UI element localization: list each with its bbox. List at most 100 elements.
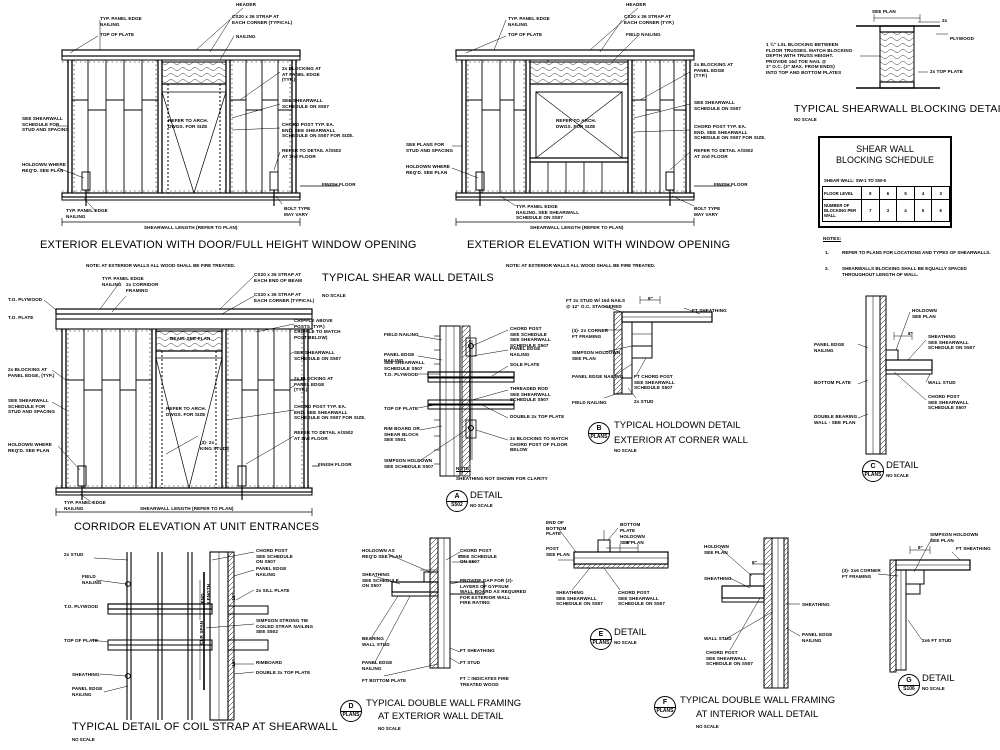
label-bottom-e: BOTTOM PLATE xyxy=(620,522,641,533)
label-nailing: NAILING xyxy=(236,34,256,39)
label-corner-b: (3)- 2x CORNER FT FRAMING xyxy=(572,328,609,339)
table-cell: 8 xyxy=(861,186,880,200)
label-clr-span: CLR SPAN xyxy=(199,620,205,645)
label-shearwall-length-2: SHEARWALL LENGTH (REFER TO PLAN) xyxy=(530,225,624,230)
label-see-shearwall-c: SEE SHEARWALL SCHEDULE FOR STUD AND SPAC… xyxy=(8,398,56,415)
label-bolt-type: BOLT TYPE MAY VARY xyxy=(284,206,311,217)
label-typ-panel-edge-c: TYP. PANEL EDGE NAILING xyxy=(102,276,144,287)
table-row: NUMBER OF BLOCKING PER WALL 7 3 4 5 6 xyxy=(822,199,950,222)
main-title-no-scale: NO SCALE xyxy=(322,293,346,298)
label-finish-floor: FINISH FLOOR xyxy=(322,182,356,187)
label-king-studs: (3)- 2x KING STUDS xyxy=(200,440,230,451)
table-cell: 3 xyxy=(931,186,950,200)
detail-e-no-scale: NO SCALE xyxy=(614,640,637,645)
label-to-plywood-a: T.O. PLYWOOD xyxy=(384,372,419,377)
shear-wall-blocking-schedule: SHEAR WALL BLOCKING SCHEDULE SHEAR WALL:… xyxy=(818,136,952,228)
label-ft-sheathing-d: FT SHEATHING xyxy=(460,648,495,653)
label-cs20-strap: CS20 x 36 STRAP AT EACH CORNER (TYPICAL) xyxy=(232,14,293,25)
label-chord-f: CHORD POST SEE SHEARWALL SCHEDULE ON S50… xyxy=(706,650,754,667)
label-typ-panel-edge-2: TYP. PANEL EDGE NAILING xyxy=(508,16,550,27)
label-field-nailing-a: FIELD NAILING xyxy=(384,332,419,337)
label-top-of-plate-2: TOP OF PLATE xyxy=(508,32,543,37)
label-shearwall-length: SHEARWALL LENGTH (REFER TO PLAN) xyxy=(144,225,238,230)
label-bearing-d: BEARING WALL STUD xyxy=(362,636,390,647)
detail-g-no-scale: NO SCALE xyxy=(922,686,945,691)
label-ft-bottom-d: FT BOTTOM PLATE xyxy=(362,678,407,683)
table-row: FLOOR LEVEL 8 6 5 4 3 xyxy=(822,186,950,200)
label-ft-stud-d: FT STUD xyxy=(460,660,481,665)
detail-b-bubble: B PLANS xyxy=(588,422,610,444)
label-bottom-plate-c2: BOTTOM PLATE xyxy=(814,380,852,385)
label-ft-sheathing-b: FT SHEATHING xyxy=(692,308,727,313)
table-cell: 4 xyxy=(896,199,915,222)
label-to-plywood: T.O. PLYWOOD xyxy=(8,297,43,302)
label-dim-c: 8" xyxy=(908,331,913,336)
label-header-2: HEADER xyxy=(626,2,646,7)
label-chord-post: CHORD POST TYP. EA. END. SEE SHEARWALL S… xyxy=(282,122,354,139)
main-title: TYPICAL SHEAR WALL DETAILS xyxy=(322,272,494,284)
label-see-plans-2: SEE PLANS FOR STUD AND SPACING xyxy=(406,142,454,153)
label-rim-board-a: RIM BOARD OR SHEAR BLOCK SEE S501 xyxy=(384,426,420,443)
detail-c-no-scale: NO SCALE xyxy=(886,473,909,478)
label-blocking-r: 2x BLOCKING AT PANEL EDGE (TYP.) xyxy=(294,376,334,393)
label-see-schedule-2: SEE SHEARWALL SCHEDULE ON S507 xyxy=(694,100,742,111)
label-dim-d: 8" xyxy=(458,554,463,559)
label-panel-coil-r: PANEL EDGE NAILING xyxy=(256,566,287,577)
label-dim-g: 8" xyxy=(918,545,923,550)
elevation-door-note: NOTE: AT EXTERIOR WALLS ALL WOOD SHALL B… xyxy=(86,263,236,268)
coil-strap-title: TYPICAL DETAIL OF COIL STRAP AT SHEARWAL… xyxy=(72,721,338,733)
detail-c-linework xyxy=(857,295,933,455)
label-chord-coil: CHORD POST SEE SCHEDULE ON S507 xyxy=(256,548,293,565)
detail-b-title: TYPICAL HOLDOWN DETAIL xyxy=(614,420,741,431)
corridor-elevation-title: CORRIDOR ELEVATION AT UNIT ENTRANCES xyxy=(74,521,320,533)
label-holdown-d: HOLDOWN AS REQ'D SEE PLAN xyxy=(362,548,403,559)
coil-strap-no-scale: NO SCALE xyxy=(72,737,95,742)
label-holdown-c: HOLDOWN WHERE REQ'D. SEE PLAN xyxy=(8,442,52,453)
label-double-top-plate: DOUBLE 2x TOP PLATE xyxy=(510,414,565,419)
label-dim-f: 8" xyxy=(752,560,757,565)
detail-b-title-2: EXTERIOR AT CORNER WALL xyxy=(614,435,748,446)
schedule-title: SHEAR WALL BLOCKING SCHEDULE xyxy=(835,144,935,165)
detail-f-title-2: AT INTERIOR WALL DETAIL xyxy=(696,709,819,720)
detail-g-linework xyxy=(877,537,971,673)
elevation-window-note: NOTE: AT EXTERIOR WALLS ALL WOOD SHALL B… xyxy=(506,263,656,268)
label-2x-stud-coil: 2x STUD xyxy=(64,552,84,557)
elevation-window-title: EXTERIOR ELEVATION WITH WINDOW OPENING xyxy=(467,239,731,251)
label-chord-c2: CHORD POST SEE SHEARWALL SCHEDULE S507 xyxy=(928,394,969,411)
label-field-nailing-2: FIELD NAILING xyxy=(626,32,661,37)
detail-b-linework xyxy=(603,296,713,399)
detail-g-title: DETAIL xyxy=(922,673,955,684)
label-finish-floor-2: FINISH FLOOR xyxy=(714,182,748,187)
elevation-door-title: EXTERIOR ELEVATION WITH DOOR/FULL HEIGHT… xyxy=(40,239,417,251)
detail-a-title: DETAIL xyxy=(470,490,503,501)
detail-c-bubble: C PLANS xyxy=(862,460,884,482)
label-cs20-beam: CS20 x 36 STRAP AT EACH END OF BEAM xyxy=(254,272,303,283)
detail-f-no-scale: NO SCALE xyxy=(696,724,719,729)
label-see-schedule: SEE SHEARWALL SCHEDULE ON S507 xyxy=(282,98,330,109)
table-cell: 6 xyxy=(931,199,950,222)
label-typ-panel-edge: TYP. PANEL EDGE NAILING xyxy=(100,16,142,27)
note-number: 2. xyxy=(825,266,829,271)
label-see-shearwall-a: SEE SHEARWALL SCHEDULE S507 xyxy=(384,360,425,371)
label-chord-b: FT CHORD POST SEE SHEARWALL SCHEDULE S50… xyxy=(634,374,675,391)
label-chord-post-2: CHORD POST TYP. EA. END. SEE SHEARWALL S… xyxy=(694,124,766,141)
label-to-plate: T.O. PLATE xyxy=(8,315,34,320)
detail-g-bubble: G S106 xyxy=(898,674,920,696)
schedule-subtitle: SHEAR WALL: SW-1 TO SW-5 xyxy=(824,178,886,183)
bubble-letter: B xyxy=(596,425,602,432)
table-cell: 5 xyxy=(896,186,915,200)
label-sheathing-coil: SHEATHING xyxy=(72,672,100,677)
table-cell: FLOOR LEVEL xyxy=(822,186,862,200)
label-panel-edge-a-r: PANEL EDGE NAILING xyxy=(510,346,541,357)
label-ft-stud-g: 2x6 FT STUD xyxy=(922,638,952,643)
bubble-sheet: S106 xyxy=(903,686,915,692)
label-top-plate-coil: TOP OF PLATE xyxy=(64,638,99,643)
label-cs20-strap-2: CS20 x 36 STRAP AT EACH CORNER (TYP.) xyxy=(624,14,674,25)
label-chord-d: CHORD POST SEE SCHEDULE ON S507 xyxy=(460,548,497,565)
label-blocking-2: 2x BLOCKING AT PANEL EDGE (TYP.) xyxy=(694,62,734,79)
label-simpson-b: SIMPSON HOLDOWN SEE PLAN xyxy=(572,350,621,361)
detail-f-bubble: F PLANS xyxy=(654,696,676,718)
detail-b-no-scale: NO SCALE xyxy=(614,448,637,453)
detail-e-bubble: E PLANS xyxy=(590,628,612,650)
